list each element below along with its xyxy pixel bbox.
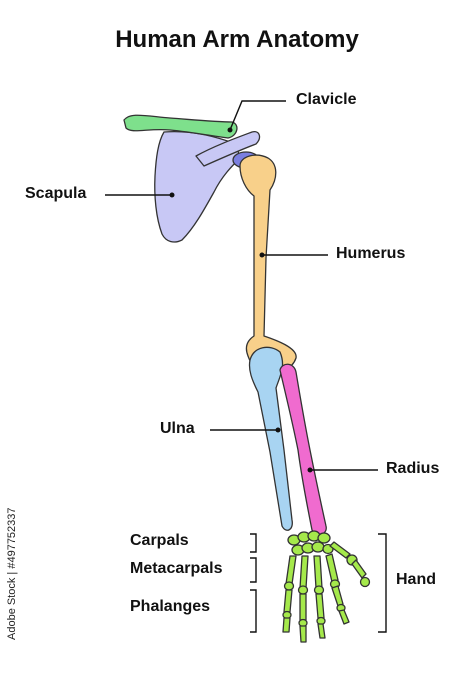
label-carpals: Carpals [130, 532, 189, 549]
label-humerus: Humerus [336, 245, 406, 262]
label-phalanges: Phalanges [130, 598, 211, 615]
finger-bones [282, 553, 350, 643]
label-ulna: Ulna [160, 420, 195, 437]
label-hand: Hand [396, 571, 436, 588]
clavicle-bone [123, 114, 238, 139]
clavicle-dot [227, 127, 233, 133]
hand-bones [282, 530, 371, 643]
ulna-bone [248, 346, 293, 531]
carpals-bracket [250, 533, 257, 553]
metacarpals-bracket [250, 557, 257, 583]
clavicle-leader [229, 100, 286, 131]
carpal-bones [287, 530, 334, 556]
label-radius: Radius [386, 460, 440, 477]
radius-dot [307, 467, 313, 473]
label-clavicle: Clavicle [296, 91, 357, 108]
humerus-bone [239, 154, 297, 372]
thumb-bones [329, 541, 371, 588]
humerus-dot [259, 252, 265, 258]
stock-watermark-id: Adobe Stock | #497752337 [6, 507, 18, 640]
label-scapula: Scapula [25, 185, 87, 202]
diagram-title: Human Arm Anatomy [115, 26, 359, 53]
phalanges-bracket [250, 589, 257, 633]
hand-bracket [378, 533, 387, 633]
acromion-process [195, 131, 261, 167]
label-metacarpals: Metacarpals [130, 560, 223, 577]
scapula-dot [169, 192, 175, 198]
radius-bone [279, 363, 327, 536]
ulna-dot [275, 427, 281, 433]
